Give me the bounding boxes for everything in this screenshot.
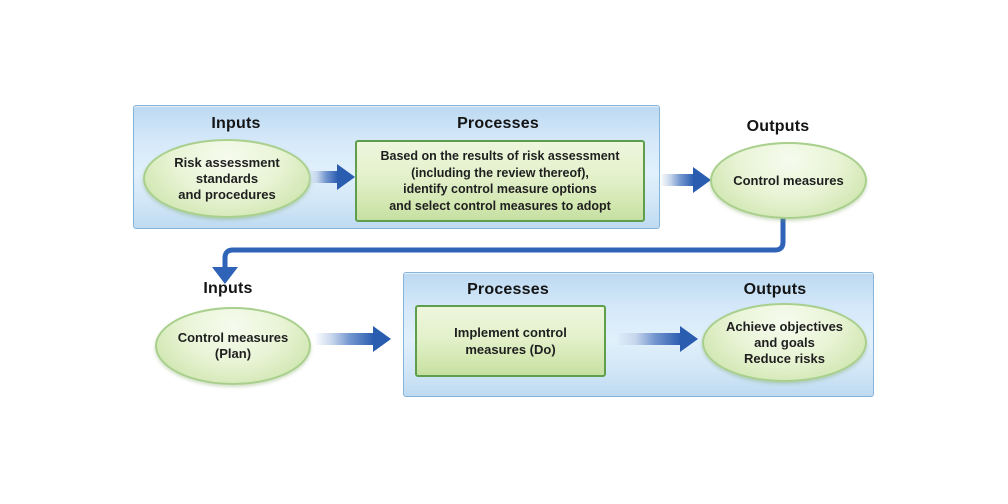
row2-input-ellipse: Control measures (Plan) bbox=[155, 307, 311, 385]
flow-arrow-icon bbox=[308, 164, 355, 190]
row1-inputs-heading: Inputs bbox=[211, 115, 261, 132]
row1-processes-heading: Processes bbox=[457, 115, 539, 132]
arrow-head bbox=[337, 164, 355, 190]
row1-input-ellipse: Risk assessment standards and procedures bbox=[143, 139, 311, 218]
arrow-down-icon bbox=[212, 267, 238, 284]
arrow-head bbox=[680, 326, 698, 352]
arrow-shaft bbox=[660, 174, 694, 186]
row2-outputs-heading: Outputs bbox=[743, 281, 807, 298]
row2-inputs-heading: Inputs bbox=[203, 280, 253, 297]
row2-processes-heading: Processes bbox=[467, 281, 549, 298]
arrow-shaft bbox=[616, 333, 681, 345]
elbow-line bbox=[222, 212, 786, 269]
arrow-shaft bbox=[308, 171, 338, 183]
arrow-shaft bbox=[314, 333, 374, 345]
row1-outputs-heading: Outputs bbox=[746, 118, 810, 135]
row1-process-box: Based on the results of risk assessment … bbox=[355, 140, 645, 222]
arrow-head bbox=[693, 167, 711, 193]
flow-arrow-icon bbox=[616, 326, 698, 352]
flow-arrow-icon bbox=[660, 167, 711, 193]
row1-output-ellipse: Control measures bbox=[710, 142, 867, 219]
flow-arrow-icon bbox=[314, 326, 391, 352]
row2-output-ellipse: Achieve objectives and goals Reduce risk… bbox=[702, 303, 867, 382]
row2-process-box: Implement control measures (Do) bbox=[415, 305, 606, 377]
arrow-head bbox=[373, 326, 391, 352]
